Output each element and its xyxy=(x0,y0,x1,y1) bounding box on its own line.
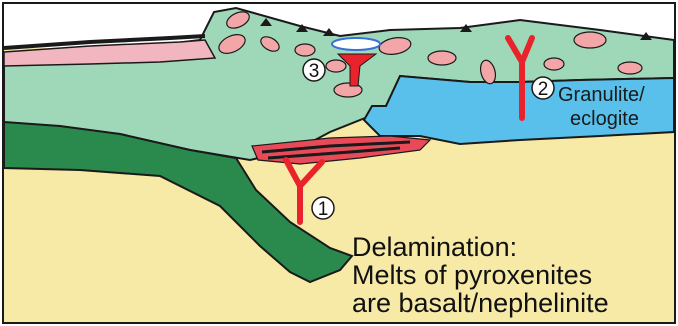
marker-number: 1 xyxy=(318,199,329,220)
surface-eruption-lens xyxy=(332,38,380,50)
xenolith xyxy=(618,62,642,74)
marker-number: 3 xyxy=(309,61,320,82)
xenolith xyxy=(428,51,456,65)
granulite-label: Granulite/ xyxy=(558,84,645,106)
marker-1: 1 xyxy=(312,197,334,220)
marker-number: 2 xyxy=(538,79,549,100)
xenolith xyxy=(326,60,346,72)
xenolith xyxy=(544,58,564,70)
xenolith xyxy=(574,32,606,48)
caption-line-2: Melts of pyroxenites xyxy=(352,260,592,290)
marker-3: 3 xyxy=(303,59,325,82)
caption-line-1: Delamination: xyxy=(352,232,517,262)
xenolith xyxy=(295,44,315,56)
eclogite-label: eclogite xyxy=(570,108,639,130)
marker-2: 2 xyxy=(532,77,554,100)
caption-line-3: are basalt/nephelinite xyxy=(352,288,609,318)
